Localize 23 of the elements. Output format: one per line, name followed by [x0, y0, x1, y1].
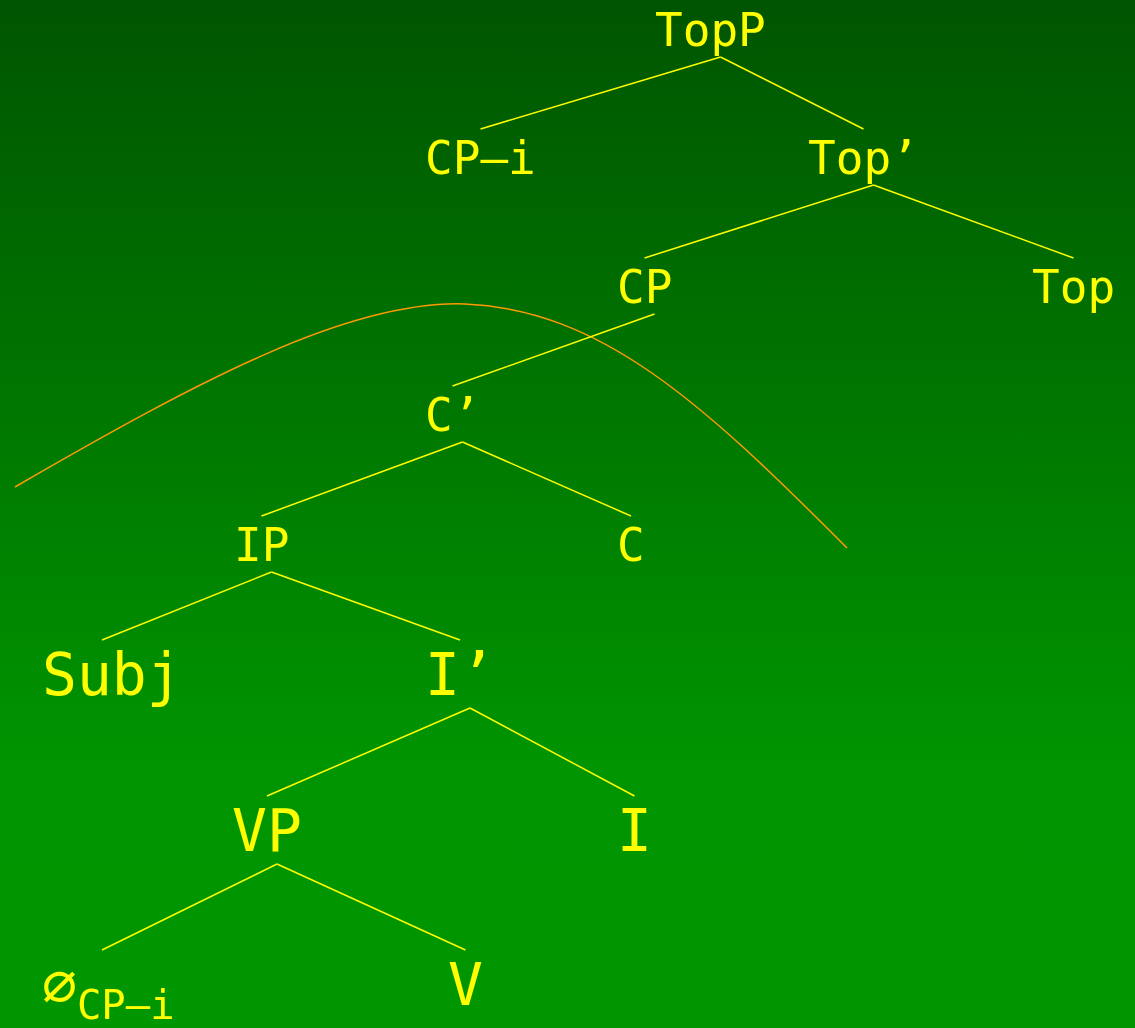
tree-branch	[719, 56, 865, 130]
tree-branch	[872, 184, 1075, 259]
node-label: IP	[234, 522, 290, 568]
tree-branch	[101, 571, 273, 641]
tree-branch	[643, 184, 875, 259]
node-label: I’	[425, 646, 495, 704]
tree-branch	[270, 571, 461, 641]
tree-branch	[260, 441, 464, 517]
tree-branch	[461, 441, 632, 517]
node-label: CP–i	[425, 135, 536, 181]
node-label: ∅$_{CP–i}$	[42, 956, 175, 1026]
tree-branch	[276, 863, 467, 951]
node-label: C	[617, 522, 645, 568]
tree-branch	[469, 707, 636, 797]
node-label: VP	[232, 802, 302, 860]
node-label: I	[617, 802, 652, 860]
tree-branch	[266, 707, 471, 797]
tree-branch	[451, 313, 656, 387]
tree-branch	[101, 863, 278, 951]
node-label: CP	[617, 264, 673, 310]
tree-branch	[479, 56, 722, 130]
node-label: C’	[425, 392, 481, 438]
node-label: V	[448, 956, 483, 1014]
